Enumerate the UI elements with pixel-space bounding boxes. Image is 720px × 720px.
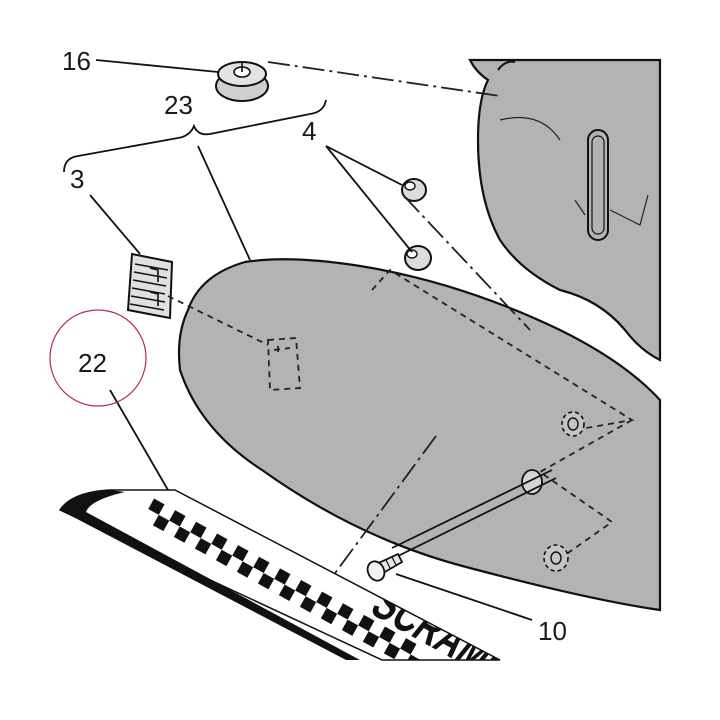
panel-socket-lower <box>543 544 569 572</box>
grommet-16 <box>215 61 269 102</box>
callout-10: 10 <box>538 616 567 646</box>
spacer-4-upper <box>401 178 427 202</box>
bracket-23 <box>63 99 327 173</box>
frame-body-part <box>468 58 662 362</box>
leader-10 <box>395 573 533 621</box>
centerline-screw <box>391 469 557 557</box>
centerline-grommet <box>267 61 501 97</box>
hidden-fastener-path <box>371 268 635 561</box>
leader-4-lower <box>325 145 413 253</box>
panel-socket-upper <box>561 411 585 437</box>
leader-4-upper <box>325 145 403 186</box>
callout-22: 22 <box>78 348 107 378</box>
leader-3 <box>89 194 141 255</box>
callout-23: 23 <box>164 90 193 120</box>
hidden-clip-outline <box>267 337 301 391</box>
side-panel-23 <box>177 258 662 612</box>
callout-16: 16 <box>62 46 91 76</box>
leader-23 <box>197 145 251 261</box>
callout-3: 3 <box>70 164 84 194</box>
leader-16 <box>95 59 219 73</box>
centerline-spacer <box>403 195 531 331</box>
clip-part-3 <box>126 252 174 320</box>
review-circle <box>49 309 147 407</box>
callout-4: 4 <box>302 116 316 146</box>
screw-10 <box>366 552 404 582</box>
leader-22 <box>109 389 169 491</box>
centerline-panel <box>329 435 437 581</box>
